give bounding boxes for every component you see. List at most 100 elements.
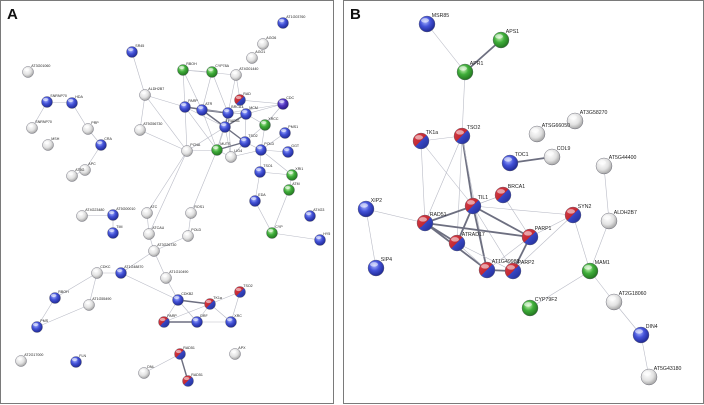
node-circle[interactable] [107, 209, 119, 221]
node-a19[interactable]: PRP [82, 121, 100, 135]
node-a7[interactable]: CYP78A [206, 64, 230, 78]
node-circle[interactable] [246, 52, 258, 64]
node-a36[interactable]: ATM [283, 182, 300, 196]
node-b25[interactable]: DIN4 [632, 324, 658, 344]
node-a37[interactable]: AT4G23480 [76, 208, 105, 222]
node-a35[interactable]: XRI1 [286, 167, 304, 181]
node-b17[interactable]: PARP1 [521, 226, 552, 246]
node-a20[interactable]: AT5G56730 [134, 122, 163, 136]
node-circle[interactable] [148, 245, 160, 257]
node-a2[interactable]: SR45 [126, 44, 145, 58]
node-a1[interactable]: AT1G03760 [277, 15, 306, 29]
node-b8[interactable]: TOC1 [501, 152, 529, 172]
node-a62[interactable]: FLN [70, 354, 87, 368]
node-circle[interactable] [185, 207, 197, 219]
node-a56[interactable]: AT1G55490 [83, 297, 112, 311]
node-circle[interactable] [134, 124, 146, 136]
node-b9[interactable]: COL9 [543, 146, 570, 166]
node-circle[interactable] [158, 316, 170, 328]
node-circle[interactable] [70, 356, 82, 368]
node-circle[interactable] [257, 38, 269, 50]
node-a18[interactable]: SNRNP70 [26, 120, 52, 134]
node-b23[interactable]: CYP79F2 [521, 297, 557, 317]
node-b21[interactable]: AT1G49980 [478, 259, 520, 279]
node-b14[interactable]: RAD51 [416, 212, 447, 232]
node-b6[interactable]: ATSG66050 [528, 123, 570, 143]
node-a40[interactable]: ROS1 [185, 205, 205, 219]
node-b15[interactable]: SYN2 [564, 204, 591, 224]
node-b24[interactable]: AT2G18060 [605, 291, 647, 311]
node-circle[interactable] [282, 146, 294, 158]
node-a31[interactable]: GGT [282, 144, 300, 158]
node-circle[interactable] [222, 107, 234, 119]
node-a60[interactable]: PMS [31, 319, 49, 333]
node-circle[interactable] [95, 139, 107, 151]
node-a3[interactable]: AGO6 [257, 36, 277, 50]
node-circle[interactable] [115, 267, 127, 279]
node-a66[interactable]: RAD51 [182, 373, 203, 387]
node-circle[interactable] [182, 375, 194, 387]
node-a14[interactable]: PARP [179, 99, 199, 113]
node-circle[interactable] [83, 299, 95, 311]
node-a23[interactable]: TSO2 [239, 134, 258, 148]
node-a26[interactable]: CRA [95, 137, 113, 151]
node-a30[interactable]: POLD [255, 142, 275, 156]
node-circle[interactable] [174, 348, 186, 360]
node-a41[interactable]: EDA [249, 193, 267, 207]
node-a29[interactable]: LIG4 [225, 149, 243, 163]
node-circle[interactable] [49, 292, 61, 304]
node-circle[interactable] [283, 184, 295, 196]
node-a12[interactable]: RAD [234, 92, 252, 106]
node-a5[interactable]: AT3G01060 [22, 64, 51, 78]
node-b12[interactable]: TIL1 [464, 195, 488, 215]
node-b5[interactable]: TSO2 [453, 125, 480, 145]
node-circle[interactable] [179, 101, 191, 113]
node-a51[interactable]: AT1G10490 [160, 270, 189, 284]
node-b13[interactable]: XIP2 [357, 198, 382, 218]
node-circle[interactable] [66, 97, 78, 109]
node-a24[interactable]: PMS1 [279, 125, 299, 139]
node-circle[interactable] [230, 69, 242, 81]
node-b19[interactable]: SIP4 [367, 257, 392, 277]
node-a9[interactable]: ALDH2B7 [139, 87, 165, 101]
node-circle[interactable] [277, 17, 289, 29]
node-a33[interactable]: AT5G [66, 168, 85, 182]
node-circle[interactable] [279, 127, 291, 139]
node-circle[interactable] [204, 298, 216, 310]
node-b16[interactable]: ALDH2B7 [600, 210, 637, 230]
node-circle[interactable] [286, 169, 298, 181]
node-a61[interactable]: AT2G17000 [15, 353, 44, 367]
node-circle[interactable] [160, 272, 172, 284]
node-circle[interactable] [41, 96, 53, 108]
node-a49[interactable]: CDKC [91, 265, 111, 279]
node-circle[interactable] [143, 228, 155, 240]
node-b3[interactable]: APR1 [456, 61, 483, 81]
node-circle[interactable] [177, 64, 189, 76]
node-circle[interactable] [225, 316, 237, 328]
node-a21[interactable]: RAD51 [219, 119, 240, 133]
node-circle[interactable] [206, 66, 218, 78]
node-circle[interactable] [182, 230, 194, 242]
node-a54[interactable]: CDKB2 [172, 292, 194, 306]
node-circle[interactable] [314, 234, 326, 246]
node-a28[interactable]: MUTS [211, 142, 232, 156]
node-circle[interactable] [234, 286, 246, 298]
node-a46[interactable]: CYP [266, 225, 284, 239]
node-circle[interactable] [107, 227, 119, 239]
node-a16[interactable]: BRCA1 [222, 105, 244, 119]
node-a11[interactable]: HDA [66, 95, 84, 109]
node-b26[interactable]: AT5G43180 [640, 366, 682, 386]
node-circle[interactable] [254, 166, 266, 178]
node-a22[interactable]: XRCC [259, 117, 279, 131]
node-circle[interactable] [15, 355, 27, 367]
node-circle[interactable] [277, 98, 289, 110]
node-circle[interactable] [42, 139, 54, 151]
node-a34[interactable]: TSO1 [254, 164, 273, 178]
node-circle[interactable] [31, 321, 43, 333]
node-b22[interactable]: PARP2 [504, 260, 535, 280]
node-b1[interactable]: MSR85 [418, 13, 449, 33]
node-circle[interactable] [141, 207, 153, 219]
node-circle[interactable] [249, 195, 261, 207]
node-circle[interactable] [138, 367, 150, 379]
node-a42[interactable]: AT4G3 [304, 208, 325, 222]
